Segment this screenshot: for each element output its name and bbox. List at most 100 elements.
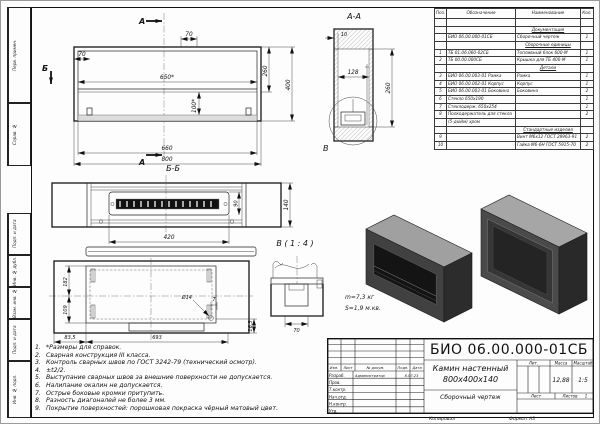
svg-text:70: 70 — [78, 52, 86, 58]
front-view-drawing: А А Б 650* 100* 70 70 — [42, 13, 295, 167]
iso-front-opening — [373, 243, 437, 305]
svg-text:70: 70 — [185, 32, 193, 38]
role-nkontr: Н.контр. — [329, 402, 347, 407]
spec-col-name: Наименование — [515, 8, 581, 19]
note-item: 3.Контроль сварных швов по ГОСТ 3242-79 … — [35, 359, 257, 367]
svg-text:Подп.: Подп. — [398, 366, 409, 370]
dim-693: 693 — [86, 333, 229, 344]
margin-label: Инв. № дубл. — [8, 256, 20, 286]
svg-text:693: 693 — [152, 335, 162, 341]
svg-text:260: 260 — [386, 82, 392, 93]
spec-col-pos: Поз. — [434, 8, 447, 19]
margin-box-perv-primen: Перв. примен. — [7, 7, 31, 103]
dim-109: 109 — [63, 296, 86, 324]
burner-box — [340, 99, 366, 126]
copied-label: Копировал — [429, 417, 456, 422]
svg-text:А: А — [138, 17, 145, 26]
spec-row: Сборочные единицы — [434, 41, 594, 50]
svg-text:182: 182 — [63, 277, 69, 287]
section-mark-b: Б — [42, 64, 53, 84]
svg-text:Б: Б — [42, 64, 48, 73]
margin-label: Инв. № подл. — [8, 362, 20, 417]
format-label: Формат А3 — [509, 417, 536, 422]
margin-label: Подп. и дата — [8, 214, 20, 254]
note-item: 5.Выступание сварных швов за внешние пов… — [35, 374, 273, 382]
dim-10: 10 — [325, 32, 347, 49]
margin-label: Взам. инв. № — [8, 288, 20, 318]
title-block-grid — [327, 338, 594, 414]
sheet-label: Лист — [530, 394, 542, 399]
margin-box-podp-data-2: Подп. и дата — [7, 319, 31, 361]
sheets-label: Листов — [562, 394, 579, 399]
svg-text:260: 260 — [263, 65, 269, 76]
svg-text:100*: 100* — [192, 99, 198, 113]
scale-value: 1:5 — [578, 377, 588, 384]
sheets-value: 1 — [585, 394, 588, 399]
note-item: 4.±t2/2. — [35, 366, 66, 374]
author-name: Администратор — [354, 374, 386, 378]
role-nachotd: Нач.отд. — [329, 394, 347, 399]
drawing-frame — [31, 7, 594, 418]
svg-text:650*: 650* — [160, 75, 174, 81]
svg-text:420: 420 — [163, 235, 174, 241]
detail-v-label: В ( 1 : 4 ) — [276, 239, 313, 248]
svg-text:16,5: 16,5 — [248, 320, 254, 331]
burner-pocket — [284, 283, 309, 307]
note-item: 8.Разность диагоналей не более 3 мм. — [35, 397, 167, 405]
spec-table: Поз. Обозначение Наименование Кол. Докум… — [434, 8, 594, 150]
spec-col-designation: Обозначение — [446, 8, 516, 19]
burner-grate — [119, 201, 212, 207]
margin-box-podp-data-1: Подп. и дата — [7, 213, 31, 255]
svg-text:№ докум.: № докум. — [366, 366, 385, 370]
mass-note: m=7,3 кг — [345, 294, 375, 301]
mount-rail — [85, 246, 257, 257]
svg-text:800: 800 — [161, 157, 172, 163]
notes-list: 1.*Размеры для справок.2.Сварная констру… — [33, 344, 327, 412]
svg-text:128: 128 — [347, 70, 358, 76]
iso-views: m=7,3 кг S=1,9 м.кв. — [345, 194, 588, 323]
dim-650: 650* — [78, 75, 257, 84]
dim-70-left: 70 — [74, 52, 90, 61]
section-bb-label: Б-Б — [166, 164, 180, 173]
spec-row: Документация — [434, 25, 594, 35]
area-note: S=1,9 м.кв. — [345, 305, 381, 312]
bottom-ledge — [77, 114, 258, 122]
margin-box-inv-dubl: Инв. № дубл. — [7, 255, 31, 287]
dim-660: 660 — [77, 121, 258, 155]
lit-label: Лит. — [528, 361, 538, 366]
dim-7: 7 — [210, 297, 218, 310]
dim-420: 420 — [108, 215, 230, 244]
svg-text:400: 400 — [286, 79, 292, 90]
bottom-bracket — [128, 322, 205, 332]
svg-text:10: 10 — [341, 32, 347, 38]
svg-text:Изм.: Изм. — [330, 366, 338, 370]
role-prov: Пров. — [329, 380, 341, 385]
margin-label: Перв. примен. — [8, 8, 20, 102]
dim-260: 260 — [261, 47, 272, 93]
section-aa-drawing: А-А 10 128 260 В — [323, 12, 395, 153]
dim-90: 90 — [229, 191, 242, 215]
svg-text:83,5: 83,5 — [64, 335, 75, 341]
detail-v-callout-circle — [328, 96, 378, 146]
svg-text:Дата: Дата — [411, 366, 421, 370]
note-item: 6.Налипание окалин не допускается. — [35, 381, 163, 389]
role-tkontr: Т.контр. — [329, 387, 346, 392]
svg-text:140: 140 — [284, 199, 290, 210]
role-utv: Утв. — [329, 409, 337, 414]
spec-header-row: Поз. Обозначение Наименование Кол. — [434, 8, 594, 19]
spec-row: Стандартные изделия — [434, 125, 594, 135]
dim-800: 800 — [73, 121, 262, 166]
margin-label: Справ. № — [8, 104, 20, 165]
spring-clips — [90, 268, 212, 319]
dim-140: 140 — [281, 182, 293, 228]
spec-row: (5-дюйм) хром — [434, 117, 594, 127]
part-name-line2: 800x400x140 — [443, 375, 498, 384]
